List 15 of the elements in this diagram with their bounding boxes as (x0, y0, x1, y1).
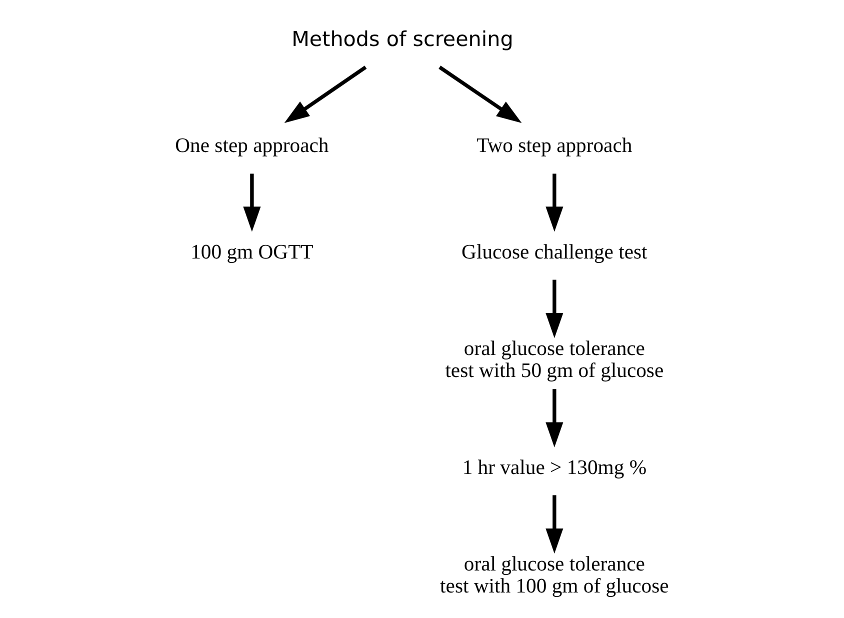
node-text: oral glucose tolerance test with 100 gm of glucose (440, 553, 669, 598)
node-text: Glucose challenge test (462, 241, 648, 264)
node-text: Methods of screening (292, 26, 514, 51)
arrow (546, 389, 564, 448)
arrow (546, 495, 564, 554)
arrow (438, 66, 522, 123)
arrow (284, 66, 367, 124)
arrow (546, 280, 564, 338)
node-text: One step approach (175, 135, 329, 158)
node-text: 1 hr value > 130mg % (462, 456, 647, 479)
node-text: oral glucose tolerance test with 50 gm of glucose (445, 338, 664, 382)
node-text: Two step approach (476, 135, 632, 158)
node-text: 100 gm OGTT (190, 241, 314, 264)
arrow (243, 174, 261, 232)
arrow (546, 174, 564, 232)
